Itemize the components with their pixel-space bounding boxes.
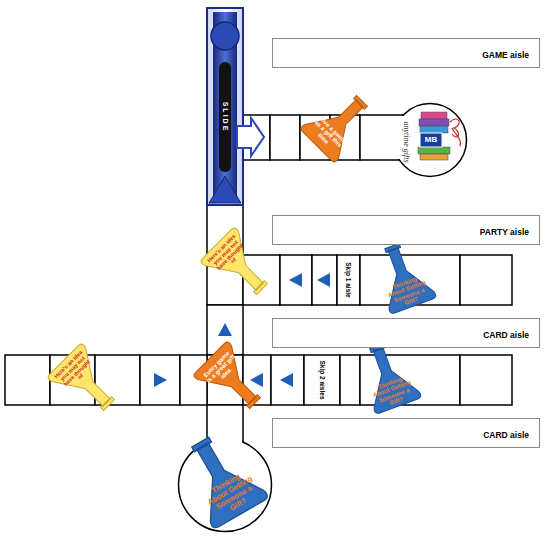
game-box xyxy=(420,154,448,160)
aisle-label: GAME aisle xyxy=(482,50,529,60)
slide-frame xyxy=(207,8,243,205)
goal-circle: Thinking About Getting Someone a Gift? xyxy=(177,437,273,533)
aisle-label: CARD aisle xyxy=(483,330,529,340)
board-text: SLIDE xyxy=(221,72,228,162)
track-cell xyxy=(5,355,50,405)
track-cell xyxy=(460,355,512,405)
direction-triangle xyxy=(250,373,263,387)
circle-outline xyxy=(394,104,467,177)
slide-up-arrow xyxy=(209,176,241,203)
track-neck xyxy=(207,405,243,450)
slide-top-ball xyxy=(211,22,239,50)
game-box xyxy=(418,147,450,154)
circle-text: anytime gifts xyxy=(402,112,410,172)
blue-flask xyxy=(369,238,437,315)
track-cell xyxy=(280,255,312,305)
yellow-flask xyxy=(47,343,127,423)
orange-flask xyxy=(193,341,273,421)
track-cell xyxy=(304,355,340,405)
direction-triangle xyxy=(280,373,293,387)
goal-circle: anytime gifts MB xyxy=(392,102,468,178)
gift-ribbon xyxy=(450,119,460,146)
track-cell xyxy=(270,115,300,160)
blue-flask xyxy=(354,338,422,415)
orange-flask xyxy=(300,84,380,164)
slide-exit-arrow xyxy=(237,118,264,156)
aisle-box: GAME aisle xyxy=(272,38,540,68)
board-text: Skip 2 aisles xyxy=(319,356,326,404)
track-cell xyxy=(460,255,512,305)
slide xyxy=(207,8,264,205)
slide-strip xyxy=(219,62,231,172)
direction-triangle xyxy=(154,373,167,387)
flask-cards xyxy=(47,84,437,423)
game-box xyxy=(421,112,447,119)
brand-logo xyxy=(420,133,442,147)
blue-flask xyxy=(173,426,269,529)
aisle-label: CARD aisle xyxy=(483,430,529,440)
direction-triangle xyxy=(317,273,330,287)
track-cell xyxy=(312,255,337,305)
direction-triangle xyxy=(289,273,302,287)
neck-opening xyxy=(208,437,242,445)
aisle-box: CARD aisle xyxy=(272,318,540,348)
track-cell xyxy=(337,255,360,305)
yellow-flask xyxy=(200,227,280,307)
aisle-box: PARTY aisle xyxy=(272,215,540,245)
direction-triangle xyxy=(218,323,232,336)
aisle-box: CARD aisle xyxy=(272,418,540,448)
track-cell xyxy=(340,355,360,405)
track-cell xyxy=(271,355,304,405)
logo-text: MB xyxy=(420,136,442,144)
game-box xyxy=(420,126,448,133)
aisle-label: PARTY aisle xyxy=(480,227,529,237)
track-cell xyxy=(140,355,180,405)
board-text: Skip 1 aisle xyxy=(345,256,352,304)
game-box xyxy=(419,119,449,126)
